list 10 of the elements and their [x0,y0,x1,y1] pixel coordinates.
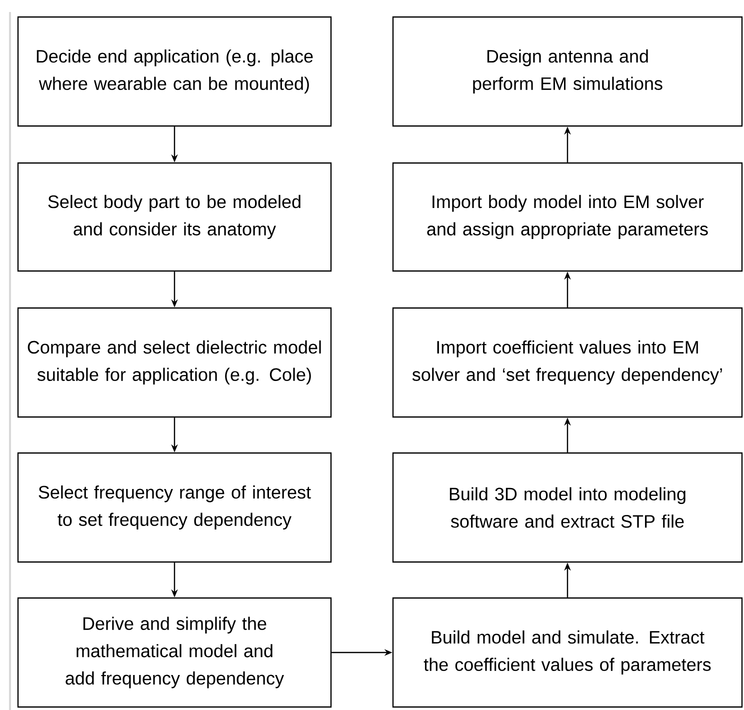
process-box: Decide end application (e.g. place where wearable can be mounted) [17,16,332,127]
process-box: Build model and simulate. Extract the coefficient values of parameters [392,597,743,708]
process-box: Select body part to be modeled and consider its anatomy [17,162,332,272]
process-box: Select frequency range of interest to set frequency dependency [17,452,332,563]
process-box: Design antenna and perform EM simulations [392,16,743,127]
process-box: Compare and select dielectric model suitable for application (e.g. Cole) [17,307,332,418]
process-box: Import coefficient values into EM solver and ‘set frequency dependency’ [392,307,743,418]
process-box: Build 3D model into modeling software and extract STP file [392,452,743,563]
process-box: Import body model into EM solver and assign appropriate parameters [392,162,743,272]
process-box: Derive and simplify the mathematical model and add frequency dependency [17,597,332,708]
